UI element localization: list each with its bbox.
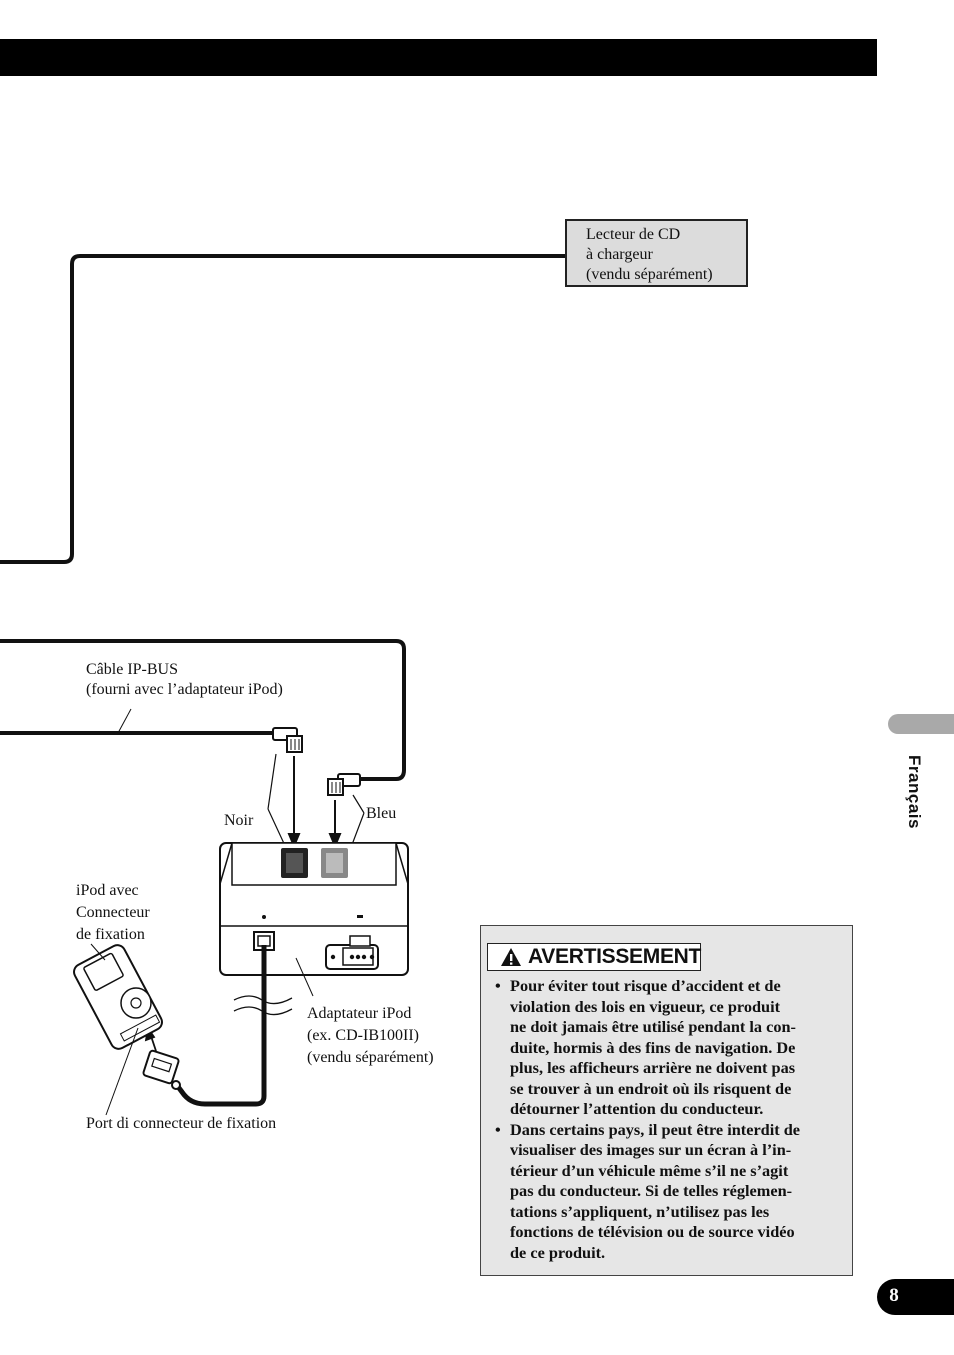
warning-title: AVERTISSEMENT xyxy=(528,945,702,968)
warning-triangle-icon xyxy=(501,948,521,966)
warning-bullet-2-text: Dans certains pays, il peut être interdi… xyxy=(510,1119,801,1262)
insert-arrows xyxy=(287,756,342,849)
warning-box: AVERTISSEMENT •Pour éviter tout risque d… xyxy=(480,925,853,1276)
adapter-label: Adaptateur iPod (ex. CD-IB100II) (vendu … xyxy=(307,1005,434,1066)
cd-changer-box: Lecteur de CD à chargeur (vendu séparéme… xyxy=(565,219,748,287)
adapter-label-leader xyxy=(295,957,314,997)
ipod-label-leader xyxy=(90,943,106,961)
page-number: 8 xyxy=(889,1285,899,1306)
cd-changer-label: Lecteur de CD à chargeur (vendu séparéme… xyxy=(586,226,713,283)
ipod-device xyxy=(73,944,163,1050)
ipbus-label-leader xyxy=(117,708,132,734)
page-number-tab: 8 xyxy=(877,1279,954,1315)
dock-port-label: Port di connecteur de fixation xyxy=(86,1115,277,1132)
dock-port-label-leader xyxy=(105,1027,139,1116)
dock-connector-plug xyxy=(142,1049,181,1090)
ipbus-cable-label: Câble IP-BUS (fourni avec l’adaptateur i… xyxy=(86,661,283,698)
section-side-tab xyxy=(888,714,954,734)
warning-bullet-2: •Dans certains pays, il peut être interd… xyxy=(495,1119,801,1262)
warning-list: •Pour éviter tout risque d’accident et d… xyxy=(495,976,845,1263)
ipod-label: iPod avec Connecteur de fixation xyxy=(76,882,150,943)
bleu-label: Bleu xyxy=(366,805,397,822)
warning-bullet-1: •Pour éviter tout risque d’accident et d… xyxy=(495,976,796,1118)
cd-changer-cable xyxy=(0,254,566,564)
warning-bullet-1-text: Pour éviter tout risque d’accident et de… xyxy=(510,976,796,1118)
blue-plug xyxy=(327,773,361,796)
dock-cable xyxy=(174,945,267,1107)
warning-title-box: AVERTISSEMENT xyxy=(487,943,701,971)
noir-label: Noir xyxy=(224,812,254,829)
cable-cut-marks xyxy=(233,995,293,1016)
language-label: Français xyxy=(905,755,924,829)
header-bar xyxy=(0,39,877,76)
ipod-adapter-unit xyxy=(219,842,409,976)
ipbus-cable-blue xyxy=(0,639,406,781)
black-plug xyxy=(272,727,303,753)
color-label-leaders xyxy=(267,753,365,851)
